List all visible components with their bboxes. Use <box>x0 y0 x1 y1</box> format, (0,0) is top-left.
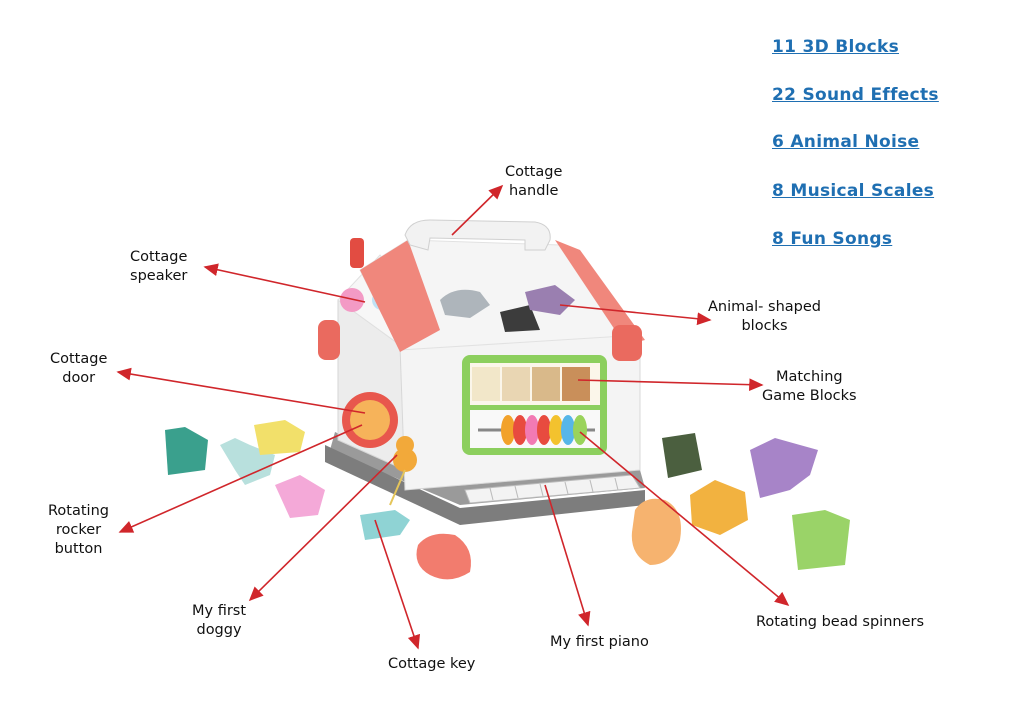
feature-animal-noise: 6 Animal Noise <box>772 132 920 152</box>
feature-fun-songs: 8 Fun Songs <box>772 229 893 249</box>
feature-3d-blocks: 11 3D Blocks <box>772 37 899 57</box>
bead-spinners <box>478 415 595 445</box>
feature-musical-scales: 8 Musical Scales <box>772 181 935 201</box>
feature-sound-effects: 22 Sound Effects <box>772 85 939 105</box>
label-rotating-bead-spinners: Rotating bead spinners <box>756 614 925 630</box>
label-cottage-key: Cottage key <box>388 656 476 672</box>
label-my-first-piano: My first piano <box>550 634 649 650</box>
